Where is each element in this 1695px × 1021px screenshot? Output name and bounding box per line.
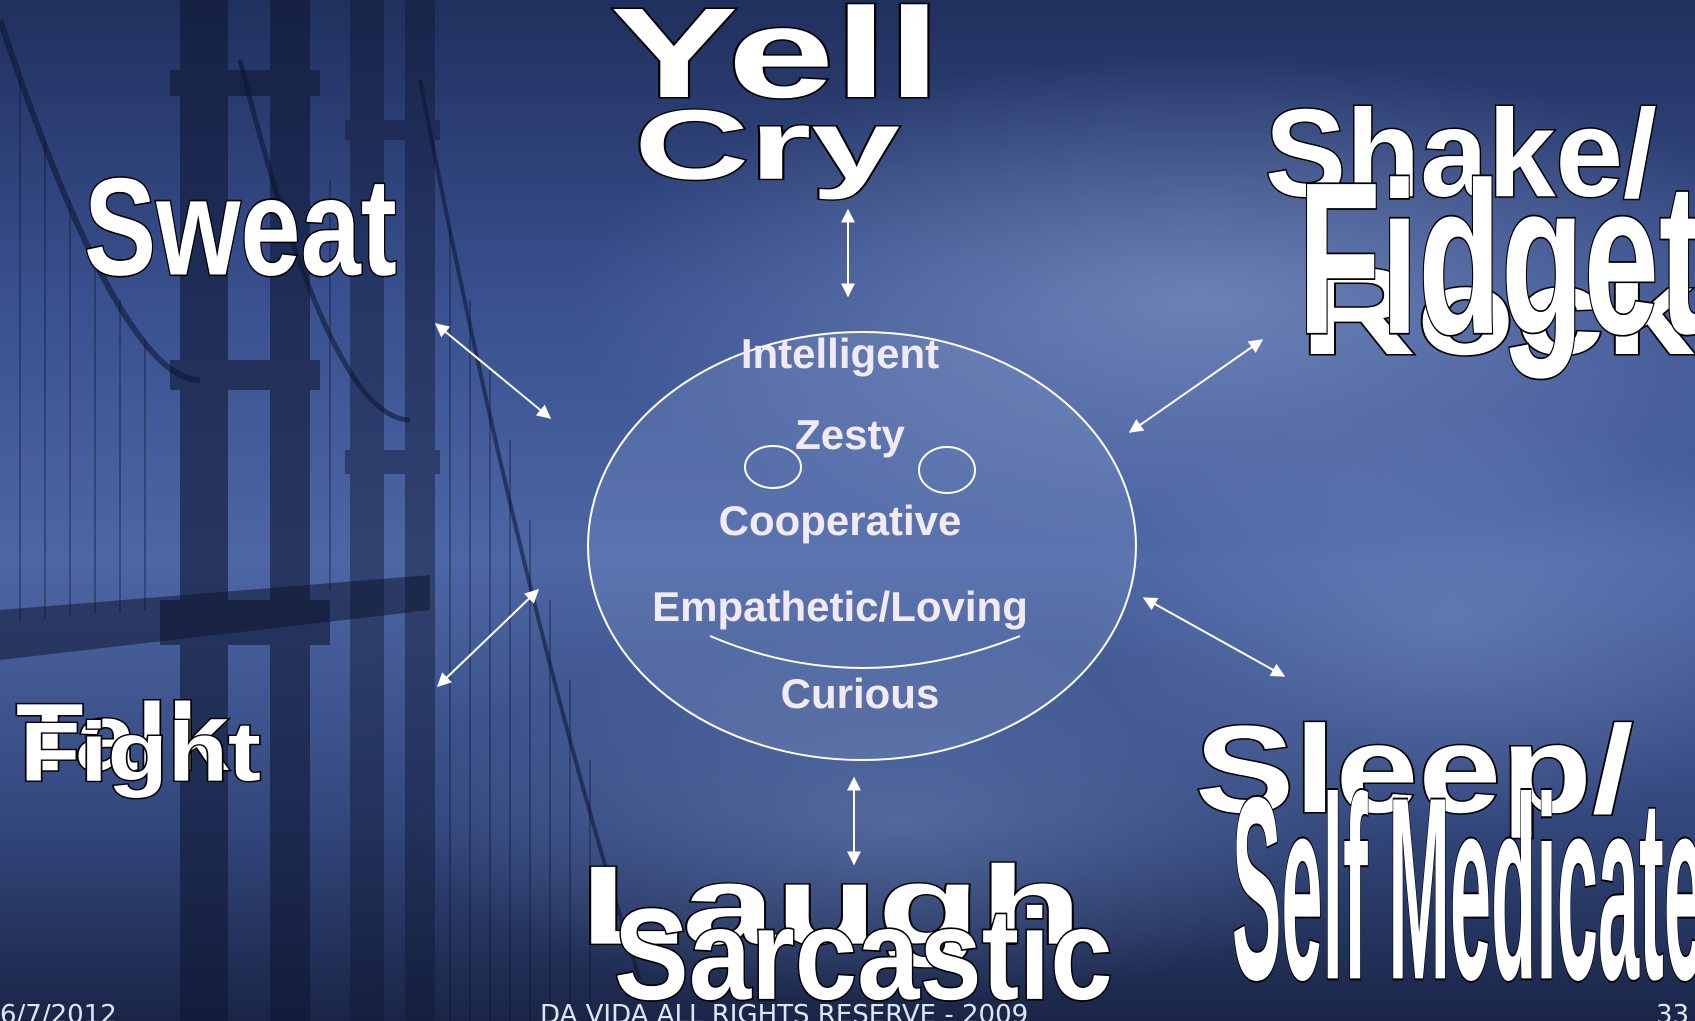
bridge-tower-far bbox=[345, 0, 440, 1021]
trait-empathetic-loving: Empathetic/Loving bbox=[652, 583, 1028, 630]
word-fidget: Fidget bbox=[1297, 137, 1695, 379]
trait-zesty: Zesty bbox=[795, 411, 905, 458]
word-cry: Cry bbox=[632, 89, 902, 201]
left-eye bbox=[744, 445, 802, 489]
trait-intelligent: Intelligent bbox=[740, 330, 940, 377]
face-outline bbox=[587, 331, 1137, 761]
smile bbox=[709, 635, 1021, 669]
word-talk: Talk bbox=[14, 684, 230, 791]
trait-cooperative: Cooperative bbox=[718, 497, 962, 544]
word-fight: Fight bbox=[18, 704, 262, 799]
right-eye bbox=[918, 446, 976, 494]
word-laugh: Laugh bbox=[578, 843, 1084, 968]
trait-curious: Curious bbox=[780, 670, 940, 717]
arrow-top-left bbox=[434, 323, 552, 419]
word-sarcastic: Sarcastic bbox=[613, 882, 1114, 1021]
arrow-bottom-right bbox=[1142, 597, 1286, 677]
arrow-top-right bbox=[1128, 339, 1264, 433]
smiley-face bbox=[587, 331, 1137, 761]
footer-date: 6/7/2012 bbox=[0, 1000, 117, 1021]
arrow-bottom-left bbox=[436, 589, 540, 687]
word-yell: Yell bbox=[608, 0, 943, 125]
word-shake: Shake/ bbox=[1264, 85, 1659, 223]
suspension-cable bbox=[0, 19, 642, 981]
word-self-medicate: Self Medicate bbox=[1231, 744, 1695, 1021]
word-sleep: Sleep/ bbox=[1193, 701, 1635, 839]
bridge-deck bbox=[0, 575, 430, 660]
word-sweat: Sweat bbox=[83, 149, 398, 304]
footer-page-number: 33 bbox=[1656, 1000, 1690, 1021]
footer-copyright: DA VIDA ALL RIGHTS RESERVE - 2009 bbox=[540, 1000, 1029, 1021]
word-rock: Rock bbox=[1298, 243, 1695, 381]
